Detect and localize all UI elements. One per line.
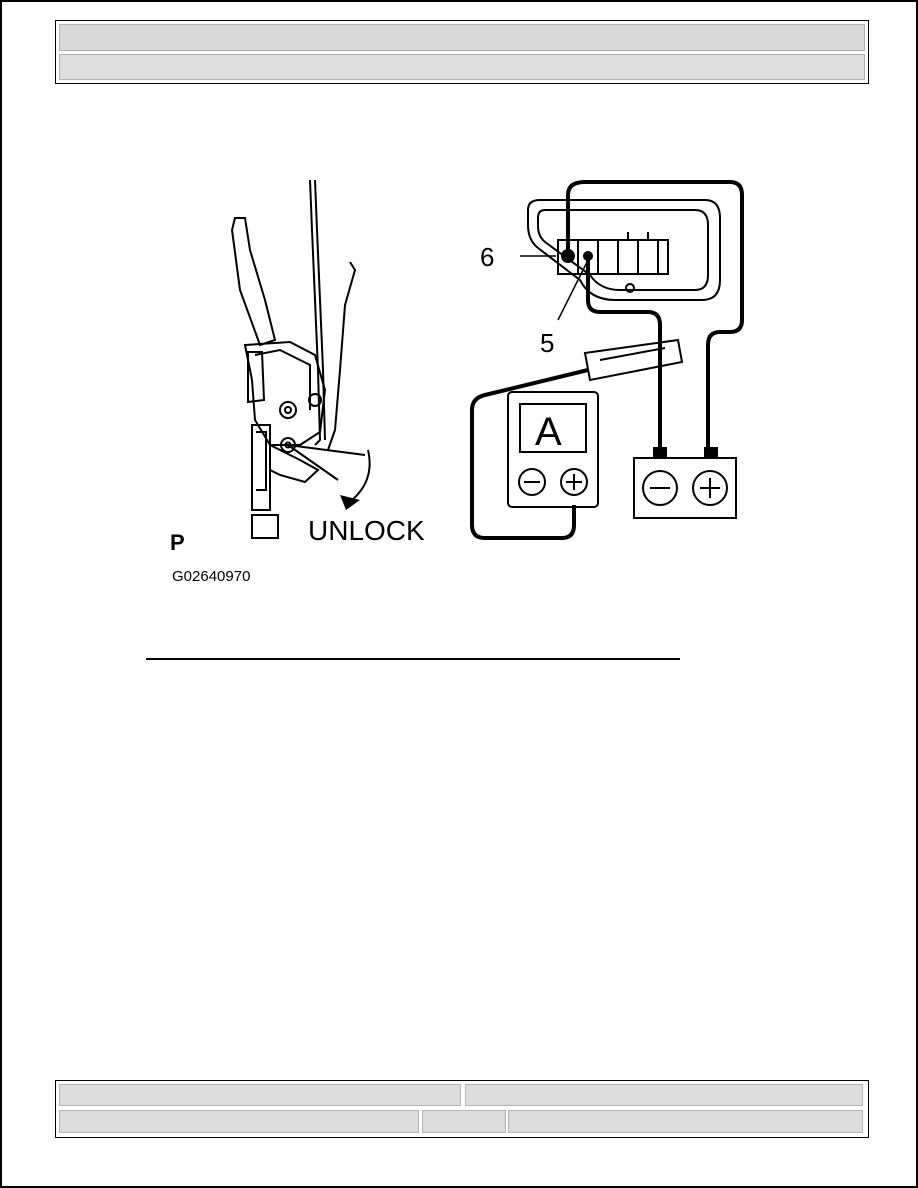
header-subtitle-bar [59, 54, 865, 80]
footer-cell-bottom-right [508, 1110, 863, 1133]
footer-cell-bottom-mid [422, 1110, 506, 1133]
ammeter-label: A [535, 410, 562, 454]
footer-cell-top-left [59, 1084, 461, 1106]
terminal-5-label: 5 [540, 328, 554, 358]
footer-cell-top-right [465, 1084, 863, 1106]
test-leads [470, 180, 744, 540]
page-header [55, 20, 869, 84]
unlock-arrow-icon [340, 495, 360, 510]
figure-caption: G02640970 [172, 568, 251, 585]
connector-housing [527, 199, 721, 301]
p-mark-label: P [170, 530, 185, 555]
door-lock-assembly [230, 179, 371, 539]
door-lock-motor-test-diagram: 6 5 A UNLOCK [160, 170, 760, 600]
battery [633, 447, 737, 519]
terminal-leaders [520, 255, 589, 321]
unlock-label: UNLOCK [308, 515, 425, 546]
ammeter [507, 391, 599, 508]
page-footer [55, 1080, 869, 1138]
terminal-6-label: 6 [480, 242, 494, 272]
section-divider [146, 658, 680, 660]
diagram-drawing: 6 5 A UNLOCK [170, 179, 744, 555]
header-title-bar [59, 24, 865, 51]
test-clip [583, 338, 684, 382]
footer-cell-bottom-left [59, 1110, 419, 1133]
